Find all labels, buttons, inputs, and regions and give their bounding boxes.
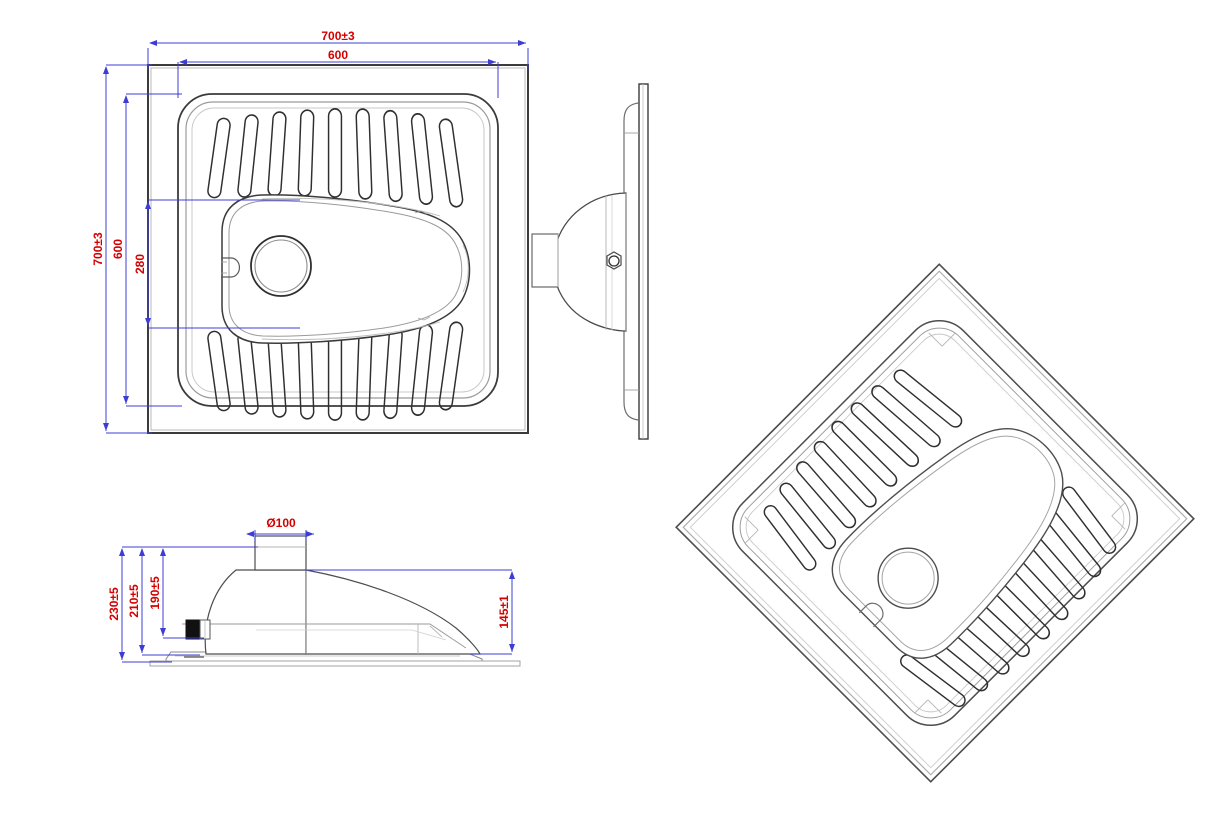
iso-drain-hole — [877, 547, 939, 609]
plan-water-inlet-notch — [221, 257, 241, 278]
isometric-rotated-view — [675, 263, 1195, 783]
plan-bowl-inner-lip — [261, 197, 441, 341]
dim-section-outlet-diameter: Ø100 — [266, 516, 296, 530]
dim-plan-height-inner: 600 — [111, 239, 125, 259]
dim-plan-width-inner: 600 — [328, 48, 348, 62]
dim-plan-bowl-width: 280 — [133, 254, 147, 274]
plan-pan-body — [177, 93, 499, 407]
dim-section-total-height: 230±5 — [107, 587, 121, 621]
side-elevation-view — [531, 83, 649, 440]
plan-trap-tail — [414, 210, 469, 321]
top-plan-view: 700±3 600 700±3 600 280 — [91, 29, 529, 434]
plan-drain-hole — [250, 235, 312, 297]
side-flange-plate — [638, 83, 649, 440]
side-outlet-spigot — [531, 233, 559, 288]
iso-water-inlet-notch — [858, 602, 884, 628]
plan-dimensions — [103, 40, 529, 434]
plan-bowl-outline — [221, 194, 471, 344]
section-base-plate — [149, 651, 521, 667]
section-dimensions — [119, 530, 515, 663]
section-pan-body — [182, 569, 481, 655]
section-water-inlet — [185, 619, 211, 640]
dim-plan-width-overall: 700±3 — [321, 29, 355, 43]
dim-section-body-height: 190±5 — [148, 576, 162, 610]
iso-corner-details — [744, 332, 1126, 714]
section-outlet-neck — [254, 535, 307, 571]
side-hex-nut — [606, 251, 622, 270]
dim-plan-height-overall: 700±3 — [91, 232, 105, 266]
dim-section-rear-height: 145±1 — [497, 595, 511, 629]
front-section-view: Ø100 230±5 210±5 190±5 145±1 — [107, 516, 521, 667]
dim-section-trap-height: 210±5 — [127, 584, 141, 618]
